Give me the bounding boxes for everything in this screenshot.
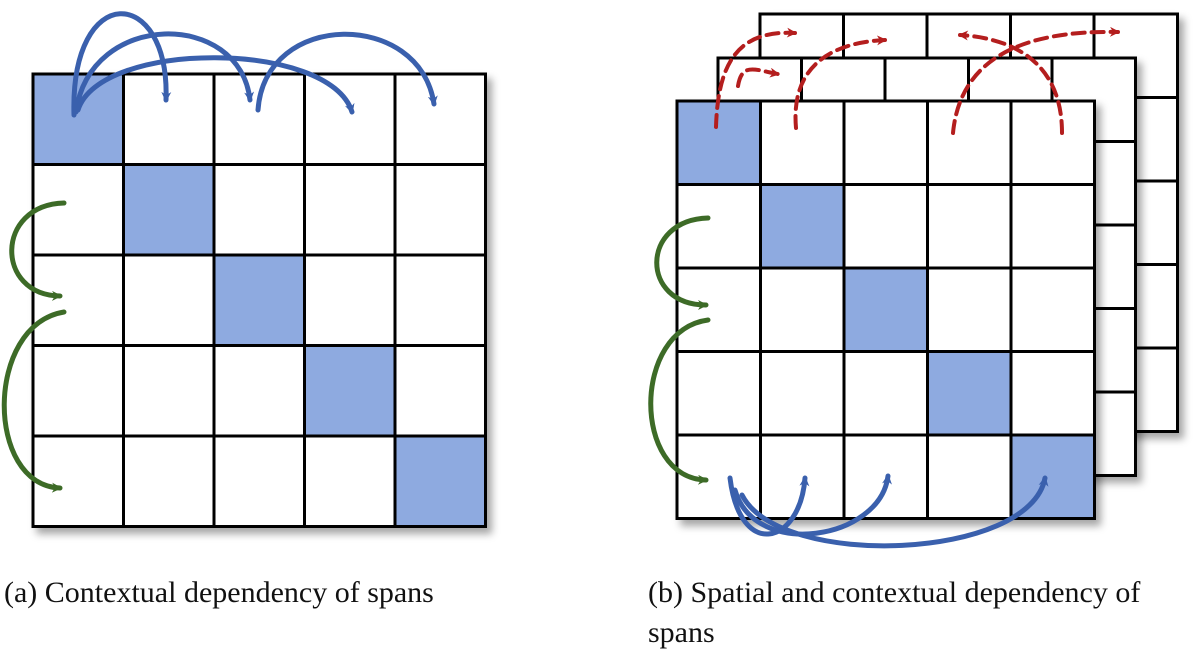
arrow-a-left-2	[1, 309, 67, 493]
panel-a-contextual	[1, 11, 487, 528]
arrow-b-spatial-3	[793, 35, 887, 130]
span-grid-b-front	[675, 99, 1096, 520]
panel-b-spatial-contextual	[648, 12, 1179, 549]
contextual-arrows-bottom-b	[727, 473, 1049, 549]
span-cell-diagonal	[759, 183, 846, 270]
span-cell-diagonal	[926, 350, 1013, 437]
span-dependency-figure	[1, 11, 1179, 549]
span-cell	[926, 433, 1013, 520]
span-cell	[675, 183, 762, 270]
spatial-arrows	[714, 26, 1120, 135]
span-cell	[842, 183, 929, 270]
span-cell	[303, 72, 397, 166]
caption-a: (a) Contextual dependency of spans	[4, 576, 434, 609]
arrow-a-top-4	[255, 31, 438, 113]
span-cell	[303, 434, 397, 528]
arrow-b-spatial-1	[714, 27, 797, 129]
arrow-b-spatial-2	[736, 67, 780, 88]
span-cell-diagonal	[303, 344, 397, 438]
span-cell	[675, 266, 762, 353]
span-cell	[31, 253, 125, 347]
span-cell	[393, 344, 487, 438]
span-cell	[212, 434, 306, 528]
span-cell-diagonal	[1009, 433, 1096, 520]
span-cell	[212, 163, 306, 257]
contextual-arrows-left-b	[648, 215, 711, 485]
span-cell	[212, 344, 306, 438]
span-cell	[1009, 99, 1096, 186]
arrow-b-spatial-5	[951, 26, 1120, 135]
span-cell	[303, 253, 397, 347]
arrow-b-spatial-4	[958, 30, 1064, 135]
span-cell	[759, 99, 846, 186]
span-cell-diagonal	[122, 163, 216, 257]
span-cell	[1009, 183, 1096, 270]
span-cell	[393, 253, 487, 347]
span-cell-diagonal	[212, 253, 306, 347]
span-cell	[122, 253, 216, 347]
span-cell	[842, 99, 929, 186]
caption-b: (b) Spatial and contextual dependency of…	[648, 576, 1141, 649]
arrow-b-bottom-3	[739, 475, 1049, 549]
arrow-b-left-2	[648, 317, 711, 485]
span-cell-diagonal	[842, 266, 929, 353]
arrow-b-bottom-2	[732, 473, 892, 537]
contextual-arrows-left	[1, 200, 67, 493]
span-cell	[303, 163, 397, 257]
span-cell	[759, 266, 846, 353]
span-cell	[759, 433, 846, 520]
span-cell	[1009, 350, 1096, 437]
span-cell	[31, 163, 125, 257]
span-cell	[31, 434, 125, 528]
span-cell	[122, 72, 216, 166]
span-cell	[926, 266, 1013, 353]
arrow-a-top-2	[73, 31, 255, 115]
arrow-b-left-1	[654, 215, 711, 310]
span-cell	[759, 350, 846, 437]
span-cell	[122, 344, 216, 438]
span-cell	[212, 72, 306, 166]
span-cell	[31, 344, 125, 438]
contextual-arrows-top	[71, 11, 438, 118]
span-cell	[122, 434, 216, 528]
span-cell	[393, 72, 487, 166]
arrow-b-bottom-1	[727, 475, 810, 537]
span-cell	[926, 183, 1013, 270]
span-cell-diagonal	[675, 99, 762, 186]
span-cell	[842, 350, 929, 437]
span-cell	[1009, 266, 1096, 353]
span-cell-diagonal	[31, 72, 125, 166]
arrow-a-top-3	[75, 55, 355, 115]
arrow-a-left-1	[9, 200, 67, 301]
span-cell	[393, 163, 487, 257]
span-cell-diagonal	[393, 434, 487, 528]
span-grid-a	[31, 72, 487, 528]
span-cell	[926, 99, 1013, 186]
span-cell	[675, 350, 762, 437]
